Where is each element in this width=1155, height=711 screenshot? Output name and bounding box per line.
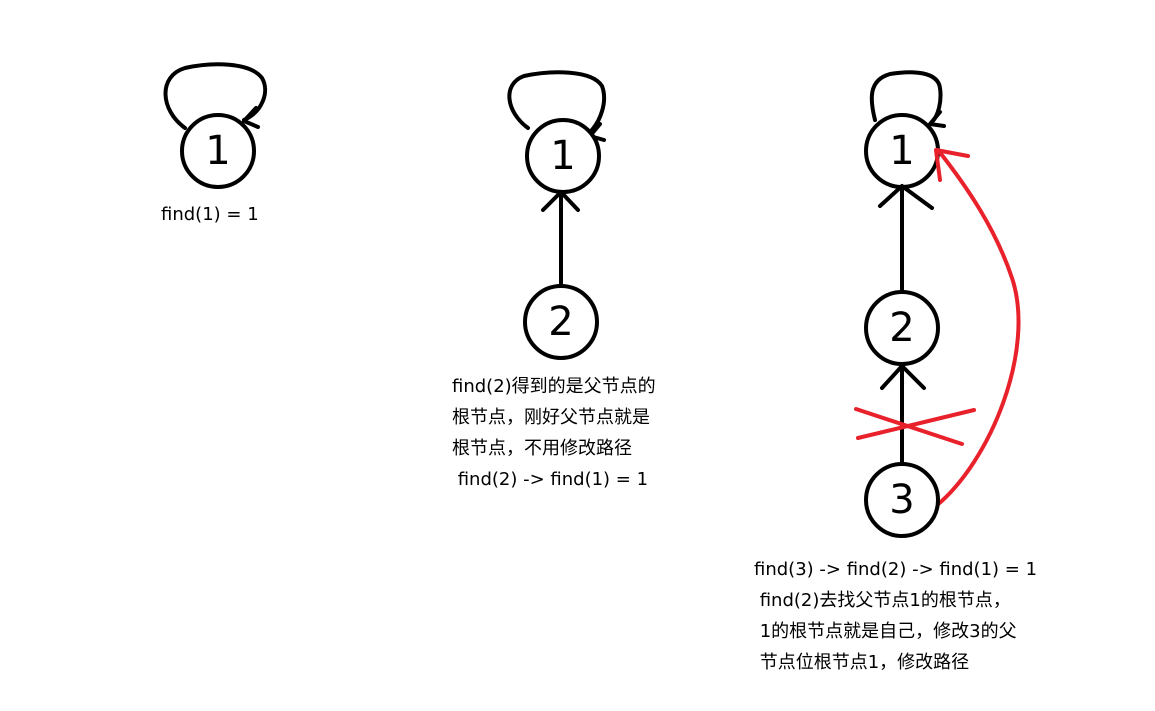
- node-3: [864, 462, 940, 538]
- panel-1-caption: find(1) = 1: [161, 199, 259, 230]
- node-2-label: 2: [889, 305, 914, 351]
- caption-line: find(1) = 1: [161, 204, 259, 225]
- parent-edge-arrowhead: [878, 184, 934, 210]
- caption-line: find(3) -> find(2) -> find(1) = 1: [754, 559, 1038, 580]
- node-3-label: 3: [889, 477, 914, 523]
- compressed-path-3-to-1: [934, 148, 1021, 508]
- node-1: [180, 113, 256, 189]
- caption-line: 1的根节点就是自己，修改3的父: [754, 621, 1017, 642]
- caption-line: 节点位根节点1，修改路径: [754, 652, 970, 673]
- panel-3-caption: find(3) -> find(2) -> find(1) = 1 find(2…: [754, 554, 1037, 678]
- parent-edge-arrowhead: [880, 364, 926, 390]
- caption-line: find(2)得到的是父节点的: [452, 376, 656, 397]
- panel-3: 1 2 3: [854, 70, 1021, 538]
- node-2-label: 2: [548, 299, 573, 345]
- panel-1: 1: [163, 62, 268, 189]
- node-1-label: 1: [205, 128, 230, 174]
- caption-line: find(2) -> find(1) = 1: [452, 469, 649, 490]
- node-1-label: 1: [550, 133, 575, 179]
- panel-2: 1 2: [507, 70, 607, 360]
- removed-edge-cross-stroke: [856, 408, 976, 440]
- compressed-path-arrowhead: [934, 148, 970, 182]
- caption-line: find(2)去找父节点1的根节点，: [754, 590, 1011, 611]
- node-1-label: 1: [889, 128, 914, 174]
- self-loop-arrowhead: [242, 106, 260, 129]
- parent-edge-arrowhead: [541, 190, 580, 212]
- self-loop-arrow: [163, 62, 268, 130]
- node-2: [523, 284, 599, 360]
- panel-2-caption: find(2)得到的是父节点的 根节点，刚好父节点就是 根节点，不用修改路径 f…: [452, 371, 656, 495]
- caption-line: 根节点，刚好父节点就是: [452, 407, 650, 428]
- caption-line: 根节点，不用修改路径: [452, 438, 632, 459]
- self-loop-arrow: [507, 70, 607, 134]
- self-loop-arrowhead: [928, 110, 946, 128]
- self-loop-arrow: [869, 70, 943, 124]
